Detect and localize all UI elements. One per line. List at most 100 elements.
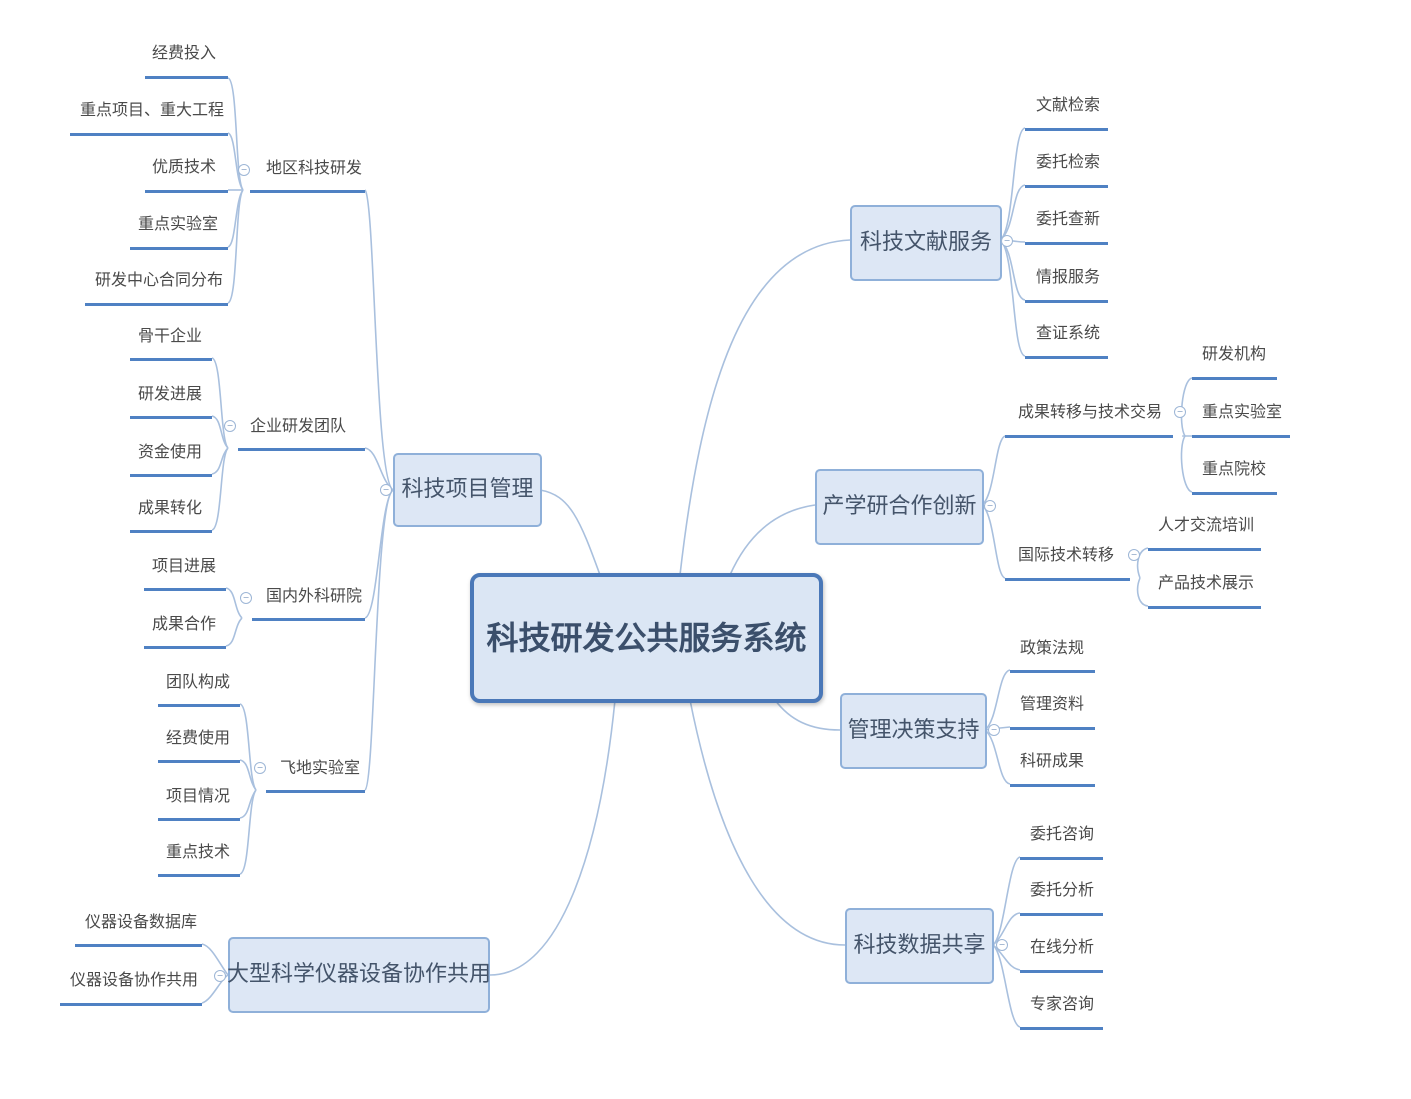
collapse-toggle-icon[interactable]: − <box>224 420 236 432</box>
leaf-underline <box>1025 185 1108 188</box>
leaf-rnd-center[interactable]: 研发中心合同分布 <box>95 270 224 289</box>
sub-underline <box>1005 435 1173 438</box>
leaf-rnd-progress[interactable]: 研发进展 <box>138 384 203 403</box>
leaf-underline <box>60 1003 202 1006</box>
branch-project-management[interactable]: 科技项目管理 <box>393 453 542 527</box>
branch-decision-support[interactable]: 管理决策支持 <box>840 693 987 769</box>
sub-tech-transfer-trade[interactable]: 成果转移与技术交易 <box>1018 402 1163 421</box>
sub-underline <box>238 448 365 451</box>
leaf-underline <box>130 530 212 533</box>
collapse-toggle-icon[interactable]: − <box>984 500 996 512</box>
leaf-underline <box>1025 356 1108 359</box>
collapse-toggle-icon[interactable]: − <box>1001 235 1013 247</box>
leaf-underline <box>1020 913 1103 916</box>
collapse-toggle-icon[interactable]: − <box>1128 549 1140 561</box>
sub-underline <box>266 790 365 793</box>
branch-literature-service[interactable]: 科技文献服务 <box>850 205 1002 281</box>
leaf-commercialization[interactable]: 成果转化 <box>138 498 203 517</box>
collapse-toggle-icon[interactable]: − <box>254 762 266 774</box>
sub-regional-rnd[interactable]: 地区科技研发 <box>266 158 363 177</box>
leaf-underline <box>144 646 226 649</box>
branch-data-sharing[interactable]: 科技数据共享 <box>845 908 994 984</box>
sub-enterprise-team[interactable]: 企业研发团队 <box>250 416 347 435</box>
leaf-underline <box>130 474 212 477</box>
leaf-online-analysis[interactable]: 在线分析 <box>1030 937 1095 956</box>
leaf-underline <box>1192 492 1277 495</box>
leaf-management-materials[interactable]: 管理资料 <box>1020 694 1085 713</box>
leaf-underline <box>1148 548 1261 551</box>
leaf-entrusted-analysis[interactable]: 委托分析 <box>1030 880 1095 899</box>
collapse-toggle-icon[interactable]: − <box>1174 406 1186 418</box>
sub-underline <box>252 618 365 621</box>
root-node[interactable]: 科技研发公共服务系统 <box>470 573 823 703</box>
leaf-key-lab[interactable]: 重点实验室 <box>138 214 219 233</box>
leaf-literature-search[interactable]: 文献检索 <box>1036 95 1101 114</box>
collapse-toggle-icon[interactable]: − <box>380 484 392 496</box>
leaf-underline <box>70 133 228 136</box>
leaf-underline <box>145 76 228 79</box>
branch-equipment-sharing[interactable]: 大型科学仪器设备协作共用 <box>227 937 491 1013</box>
collapse-toggle-icon[interactable]: − <box>238 164 250 176</box>
leaf-result-cooperation[interactable]: 成果合作 <box>152 614 217 633</box>
sub-underline <box>250 190 365 193</box>
leaf-underline <box>1148 606 1261 609</box>
leaf-underline <box>1010 670 1095 673</box>
leaf-product-showcase[interactable]: 产品技术展示 <box>1158 573 1255 592</box>
branch-industry-cooperation[interactable]: 产学研合作创新 <box>815 469 984 545</box>
leaf-research-results[interactable]: 科研成果 <box>1020 751 1085 770</box>
leaf-underline <box>75 944 202 947</box>
sub-international-transfer[interactable]: 国际技术转移 <box>1018 545 1115 564</box>
leaf-key-technology[interactable]: 重点技术 <box>166 842 231 861</box>
leaf-underline <box>1192 435 1290 438</box>
leaf-underline <box>158 760 240 763</box>
leaf-key-university[interactable]: 重点院校 <box>1202 459 1267 478</box>
collapse-toggle-icon[interactable]: − <box>240 592 252 604</box>
leaf-underline <box>145 190 228 193</box>
collapse-toggle-icon[interactable]: − <box>988 724 1000 736</box>
leaf-underline <box>1025 300 1108 303</box>
leaf-expert-consult[interactable]: 专家咨询 <box>1030 994 1095 1013</box>
leaf-underline <box>158 874 240 877</box>
leaf-talent-exchange[interactable]: 人才交流培训 <box>1158 515 1255 534</box>
leaf-underline <box>130 247 228 250</box>
leaf-fund-usage[interactable]: 资金使用 <box>138 442 203 461</box>
leaf-project-progress[interactable]: 项目进展 <box>152 556 217 575</box>
leaf-equipment-cooperation[interactable]: 仪器设备协作共用 <box>70 970 199 989</box>
leaf-underline <box>1010 727 1095 730</box>
leaf-verification-system[interactable]: 查证系统 <box>1036 323 1101 342</box>
leaf-underline <box>144 588 226 591</box>
leaf-underline <box>1025 128 1108 131</box>
leaf-underline <box>1020 970 1103 973</box>
leaf-policies[interactable]: 政策法规 <box>1020 638 1085 657</box>
leaf-underline <box>1020 857 1103 860</box>
leaf-underline <box>130 358 212 361</box>
leaf-info-service[interactable]: 情报服务 <box>1036 267 1101 286</box>
leaf-project-status[interactable]: 项目情况 <box>166 786 231 805</box>
leaf-underline <box>1025 242 1108 245</box>
collapse-toggle-icon[interactable]: − <box>214 970 226 982</box>
leaf-underline <box>130 416 212 419</box>
sub-enclave-lab[interactable]: 飞地实验室 <box>280 758 361 777</box>
leaf-expense-usage[interactable]: 经费使用 <box>166 728 231 747</box>
leaf-funding[interactable]: 经费投入 <box>152 43 217 62</box>
leaf-key-projects[interactable]: 重点项目、重大工程 <box>80 100 225 119</box>
leaf-entrusted-search[interactable]: 委托检索 <box>1036 152 1101 171</box>
leaf-quality-tech[interactable]: 优质技术 <box>152 157 217 176</box>
leaf-backbone-enterprise[interactable]: 骨干企业 <box>138 326 203 345</box>
leaf-underline <box>85 303 228 306</box>
leaf-underline <box>1010 784 1095 787</box>
leaf-rnd-institution[interactable]: 研发机构 <box>1202 344 1267 363</box>
leaf-underline <box>1192 377 1277 380</box>
leaf-team-composition[interactable]: 团队构成 <box>166 672 231 691</box>
leaf-underline <box>158 704 240 707</box>
sub-underline <box>1005 578 1130 581</box>
leaf-underline <box>1020 1027 1103 1030</box>
leaf-key-laboratory[interactable]: 重点实验室 <box>1202 402 1283 421</box>
leaf-novelty-search[interactable]: 委托查新 <box>1036 209 1101 228</box>
leaf-equipment-database[interactable]: 仪器设备数据库 <box>85 912 198 931</box>
leaf-underline <box>158 818 240 821</box>
leaf-entrusted-consult[interactable]: 委托咨询 <box>1030 824 1095 843</box>
sub-research-institutes[interactable]: 国内外科研院 <box>266 586 363 605</box>
collapse-toggle-icon[interactable]: − <box>996 939 1008 951</box>
